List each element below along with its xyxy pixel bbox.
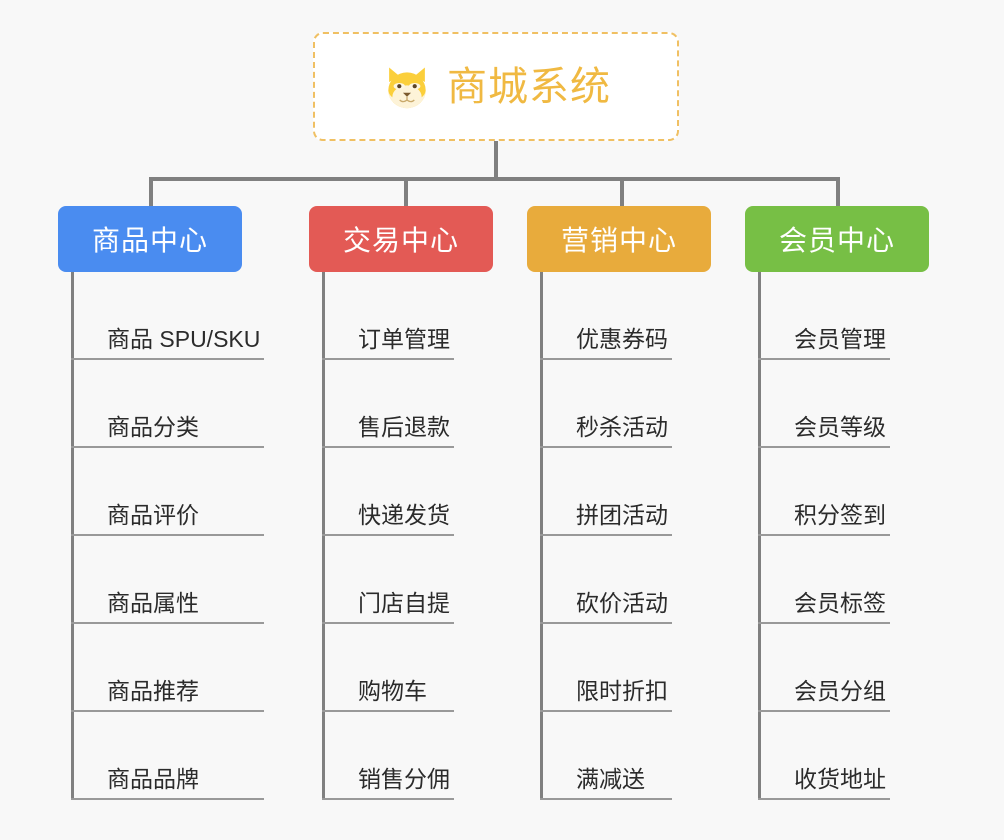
leaf-item[interactable]: 商品属性 — [71, 536, 265, 624]
leaf-item[interactable]: 砍价活动 — [540, 536, 672, 624]
leaf-item[interactable]: 快递发货 — [322, 448, 454, 536]
branch-column-0: 商品 SPU/SKU 商品分类 商品评价 商品属性 商品推荐 商品品牌 — [71, 272, 265, 800]
leaf-item[interactable]: 会员管理 — [758, 272, 890, 360]
category-label: 会员中心 — [778, 225, 895, 256]
leaf-label: 购物车 — [358, 678, 427, 705]
connector-drop-4 — [836, 177, 840, 208]
root-title: 商城系统 — [447, 64, 611, 109]
branch-spine — [758, 272, 761, 800]
branch-spine — [322, 272, 325, 800]
leaf-item[interactable]: 售后退款 — [322, 360, 454, 448]
leaf-item[interactable]: 商品评价 — [71, 448, 265, 536]
leaf-label: 优惠券码 — [576, 326, 668, 353]
root-node[interactable]: 商城系统 — [313, 32, 679, 141]
leaf-label: 商品品牌 — [107, 766, 199, 793]
category-box-3[interactable]: 会员中心 — [745, 206, 929, 272]
leaf-label: 商品属性 — [107, 590, 199, 617]
leaf-label: 商品推荐 — [107, 678, 199, 705]
connector-horizontal-bus — [150, 177, 840, 181]
leaf-item[interactable]: 会员等级 — [758, 360, 890, 448]
leaf-item[interactable]: 收货地址 — [758, 712, 890, 800]
shiba-dog-face-icon — [381, 61, 433, 113]
branch-spine — [540, 272, 543, 800]
leaf-label: 销售分佣 — [358, 766, 450, 793]
connector-drop-1 — [149, 177, 153, 208]
leaf-item[interactable]: 订单管理 — [322, 272, 454, 360]
leaf-label: 商品评价 — [107, 502, 199, 529]
branch-column-3: 会员管理 会员等级 积分签到 会员标签 会员分组 收货地址 — [758, 272, 890, 800]
leaf-label: 砍价活动 — [576, 590, 668, 617]
branch-spine — [71, 272, 74, 800]
category-box-2[interactable]: 营销中心 — [527, 206, 711, 272]
leaf-label: 限时折扣 — [576, 678, 668, 705]
leaf-item[interactable]: 商品 SPU/SKU — [71, 272, 265, 360]
leaf-item[interactable]: 门店自提 — [322, 536, 454, 624]
leaf-item[interactable]: 优惠券码 — [540, 272, 672, 360]
leaf-item[interactable]: 商品分类 — [71, 360, 265, 448]
leaf-item[interactable]: 销售分佣 — [322, 712, 454, 800]
category-box-0[interactable]: 商品中心 — [58, 206, 242, 272]
category-label: 商品中心 — [91, 225, 208, 256]
category-label: 交易中心 — [342, 225, 459, 256]
branch-column-2: 优惠券码 秒杀活动 拼团活动 砍价活动 限时折扣 满减送 — [540, 272, 672, 800]
leaf-label: 商品分类 — [107, 414, 199, 441]
leaf-label: 秒杀活动 — [576, 414, 668, 441]
leaf-item[interactable]: 限时折扣 — [540, 624, 672, 712]
leaf-item[interactable]: 拼团活动 — [540, 448, 672, 536]
leaf-item[interactable]: 满减送 — [540, 712, 672, 800]
leaf-item[interactable]: 积分签到 — [758, 448, 890, 536]
leaf-label: 满减送 — [576, 766, 645, 793]
connector-root-stem — [494, 141, 498, 179]
connector-drop-3 — [620, 177, 624, 208]
leaf-label: 会员分组 — [794, 678, 886, 705]
leaf-label: 会员管理 — [794, 326, 886, 353]
leaf-item[interactable]: 秒杀活动 — [540, 360, 672, 448]
leaf-label: 积分签到 — [794, 502, 886, 529]
leaf-item[interactable]: 商品品牌 — [71, 712, 265, 800]
connector-drop-2 — [404, 177, 408, 208]
leaf-label: 门店自提 — [358, 590, 450, 617]
leaf-label: 收货地址 — [794, 766, 886, 793]
category-label: 营销中心 — [560, 225, 677, 256]
leaf-label: 售后退款 — [358, 414, 450, 441]
category-box-1[interactable]: 交易中心 — [309, 206, 493, 272]
leaf-item[interactable]: 购物车 — [322, 624, 454, 712]
leaf-label: 会员等级 — [794, 414, 886, 441]
leaf-label: 会员标签 — [794, 590, 886, 617]
branch-column-1: 订单管理 售后退款 快递发货 门店自提 购物车 销售分佣 — [322, 272, 454, 800]
leaf-label: 商品 SPU/SKU — [107, 326, 261, 353]
leaf-item[interactable]: 商品推荐 — [71, 624, 265, 712]
leaf-label: 拼团活动 — [576, 502, 668, 529]
leaf-item[interactable]: 会员分组 — [758, 624, 890, 712]
leaf-item[interactable]: 会员标签 — [758, 536, 890, 624]
leaf-label: 快递发货 — [358, 502, 450, 529]
leaf-label: 订单管理 — [358, 326, 450, 353]
